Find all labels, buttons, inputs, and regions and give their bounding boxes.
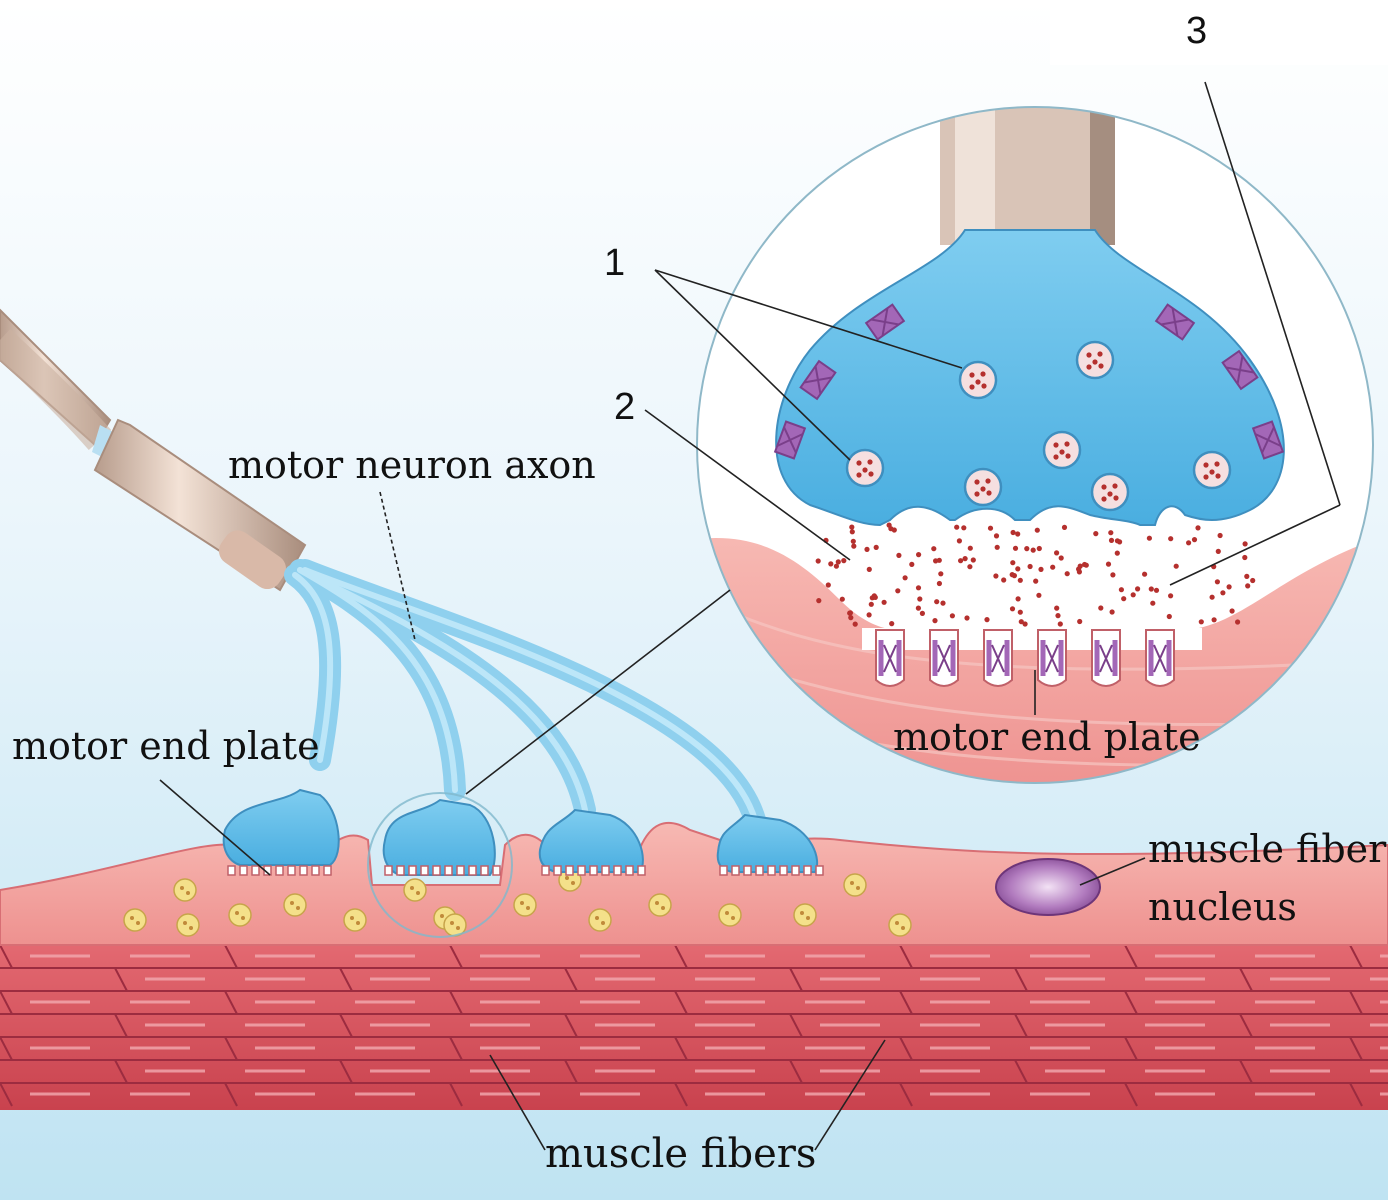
callout-2: 2 [614,386,636,428]
label-motor-end-plate: motor end plate [12,724,320,768]
label-motor-neuron-axon: motor neuron axon [228,443,596,487]
label-muscle-fibers: muscle fibers [545,1131,817,1177]
label-motor-end-plate-inset: motor end plate [893,715,1201,759]
callout-3: 3 [1186,10,1208,52]
inset-synapse [696,106,1374,784]
label-muscle-fiber-nucleus-line2: nucleus [1148,885,1297,929]
callout-1: 1 [604,242,626,284]
leader-lines [159,81,1341,1151]
magnified-area-marker [367,792,513,938]
muscle-granules [123,868,912,937]
muscle-fiber-nucleus [995,858,1101,916]
muscle-fibers-bundle [0,940,1388,1110]
motor-neuron-axon [0,308,824,876]
label-muscle-fiber-nucleus-line1: muscle fiber [1148,827,1387,871]
